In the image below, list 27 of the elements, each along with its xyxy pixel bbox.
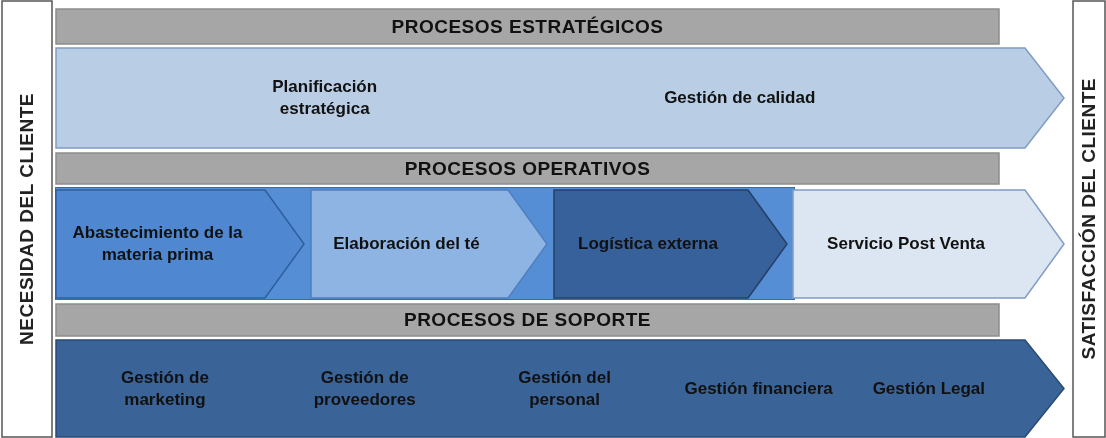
process-label: Gestión de calidad bbox=[664, 87, 816, 109]
process-label: Gestión Legal bbox=[872, 377, 986, 400]
process-label: Planificación estratégica bbox=[271, 76, 379, 120]
side-label: SATISFACCIÓN DEL CLIENTE bbox=[1078, 78, 1100, 360]
section-header-bar bbox=[55, 8, 1000, 45]
section-title: PROCESOS ESTRATÉGICOS bbox=[391, 15, 664, 38]
side-label-box bbox=[1, 0, 53, 438]
process-label: Gestión de marketing bbox=[120, 366, 210, 411]
side-label-box bbox=[1072, 0, 1106, 438]
process-step-shape bbox=[55, 47, 1065, 149]
process-step-shape bbox=[310, 189, 548, 299]
process-label: Gestión de proveedores bbox=[312, 366, 417, 411]
side-label: NECESIDAD DEL CLIENTE bbox=[16, 93, 38, 345]
process-label: Gestión del personal bbox=[517, 366, 612, 411]
process-step-shape bbox=[792, 189, 1065, 299]
process-label: Abastecimiento de la materia prima bbox=[71, 222, 244, 266]
section-title: PROCESOS OPERATIVOS bbox=[404, 157, 651, 180]
section-header-bar bbox=[55, 152, 1000, 185]
process-label: Servicio Post Venta bbox=[827, 233, 985, 255]
process-step-shape bbox=[55, 339, 1065, 438]
process-step-shape bbox=[553, 189, 788, 299]
section-title: PROCESOS DE SOPORTE bbox=[403, 309, 651, 331]
process-step-shape bbox=[55, 189, 305, 299]
process-label: Gestión financiera bbox=[684, 377, 833, 400]
process-label: Logística externa bbox=[578, 233, 718, 255]
section-header-bar bbox=[55, 303, 1000, 337]
process-label: Elaboración del té bbox=[333, 233, 480, 255]
